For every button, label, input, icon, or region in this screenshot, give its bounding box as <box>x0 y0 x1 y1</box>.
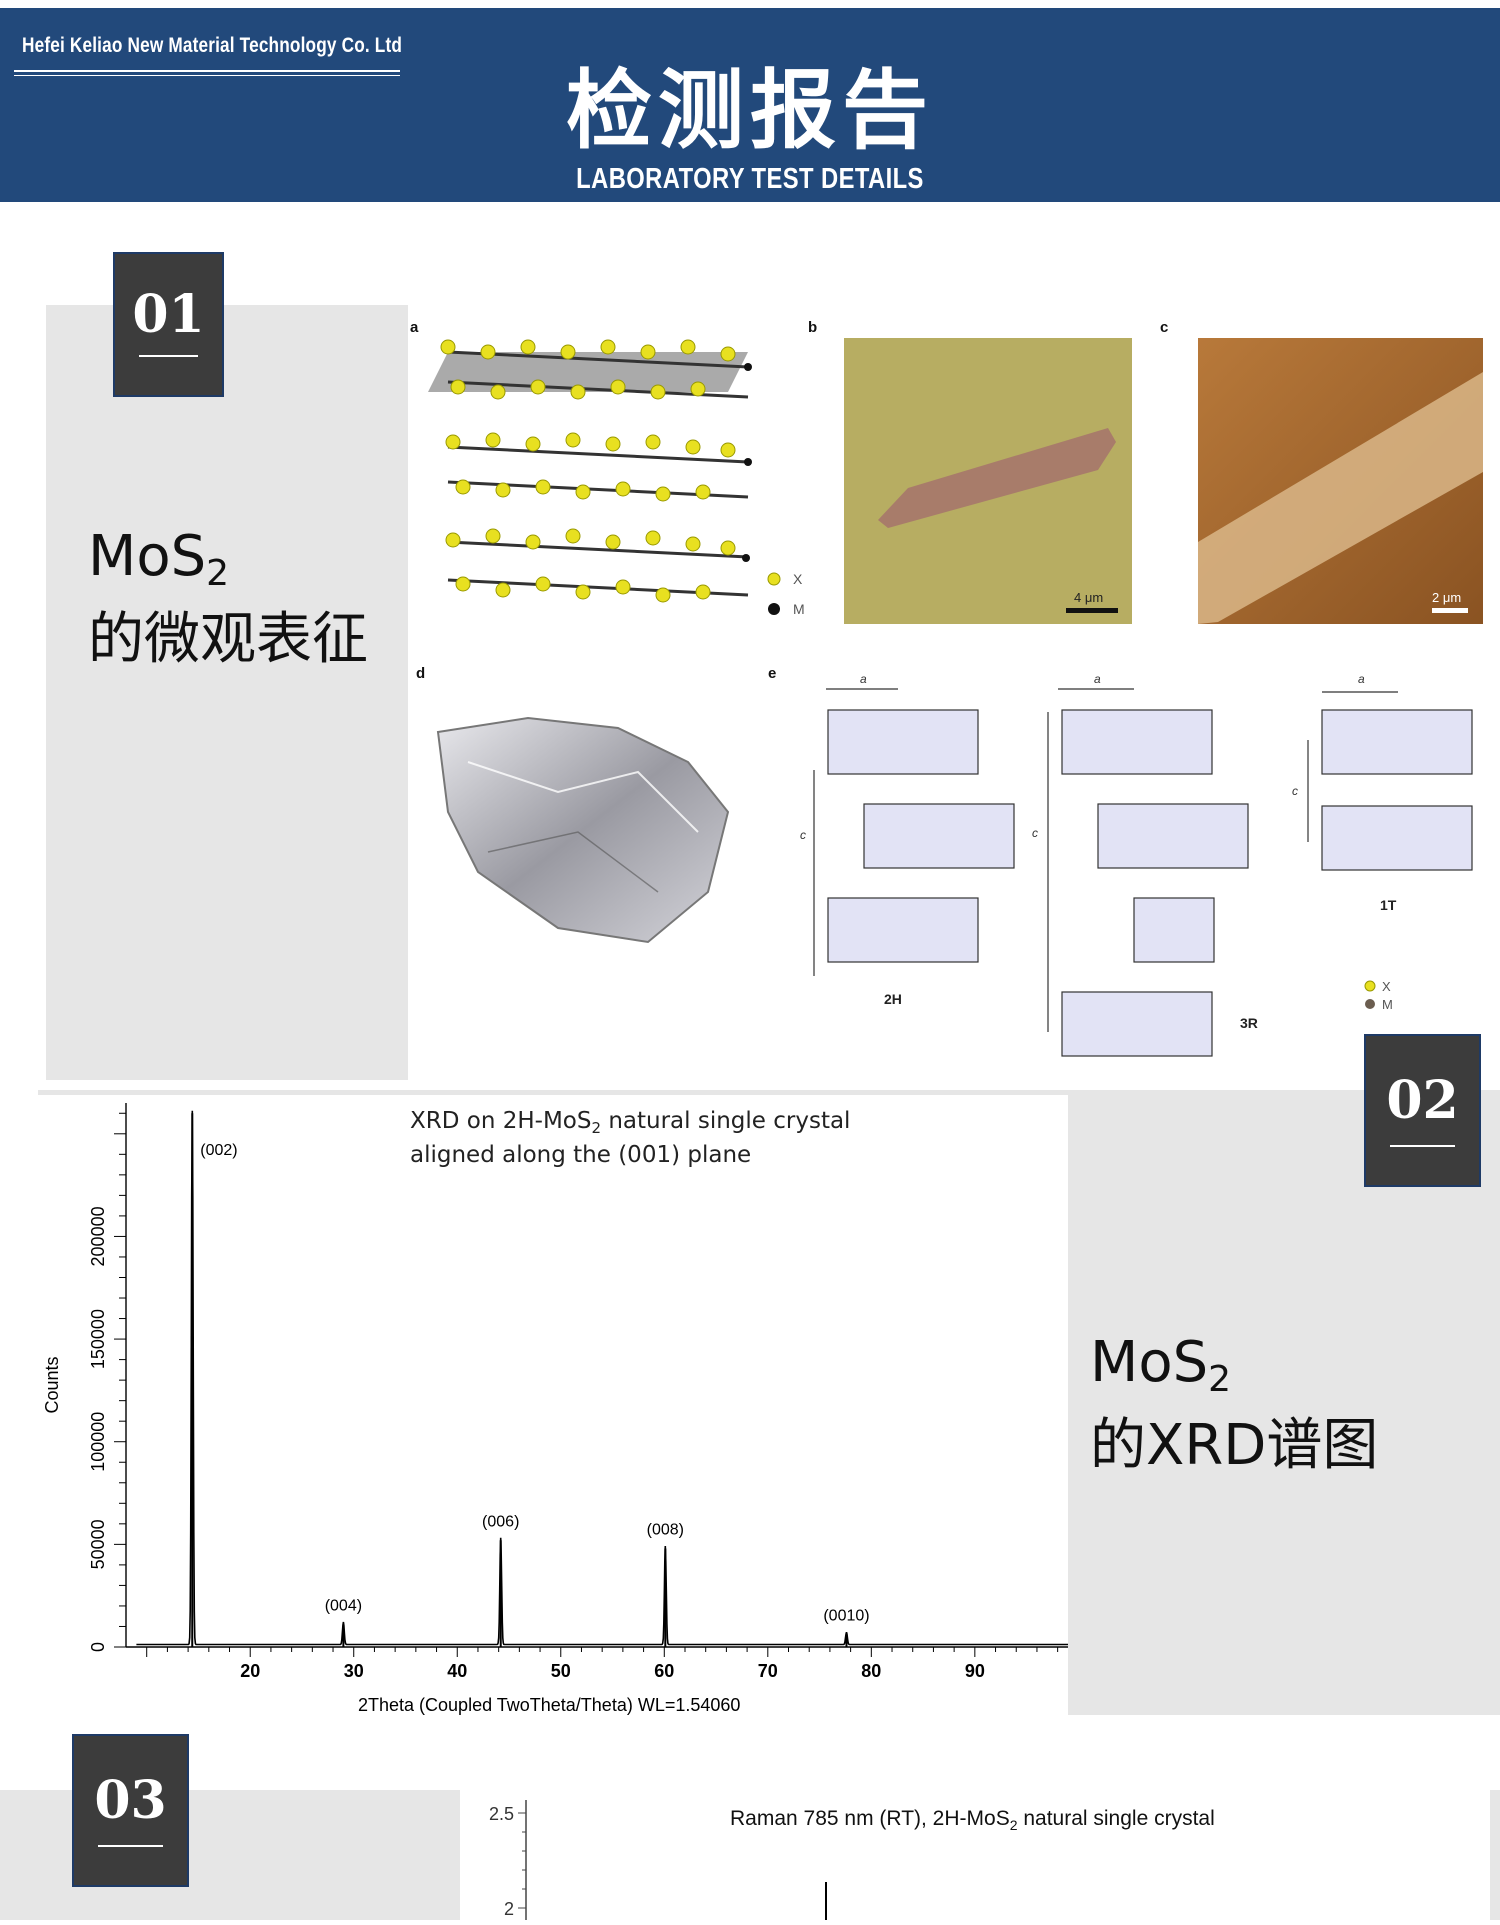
section-01-figure: a b c d e <box>408 292 1483 1080</box>
xrd-x-tick-label: 20 <box>240 1661 260 1681</box>
section-number-03: 03 <box>72 1734 189 1887</box>
legend-m-dot-e <box>1365 999 1375 1009</box>
lattice-c-label-2h: c <box>800 828 806 842</box>
metal-atoms <box>742 363 752 562</box>
panel-letter-a: a <box>410 319 419 336</box>
section-01-label: MoS2 的微观表征 <box>88 524 368 673</box>
xrd-x-tick-label: 90 <box>965 1661 985 1681</box>
section-02-label: MoS2 的XRD谱图 <box>1090 1330 1378 1479</box>
xrd-title-line1: XRD on 2H-MoS2 natural single crystal <box>410 1108 850 1137</box>
legend-m-label: M <box>793 601 805 617</box>
label-subscript: 2 <box>206 553 230 594</box>
xrd-peak-label: (006) <box>482 1513 519 1530</box>
xrd-x-tick-label: 60 <box>654 1661 674 1681</box>
section-number-text: 01 <box>132 284 205 345</box>
scale-bar-b <box>1066 608 1118 613</box>
xrd-y-tick-label: 50000 <box>88 1519 108 1569</box>
section-number-text: 02 <box>1386 1070 1459 1131</box>
legend-m-label-e: M <box>1382 997 1393 1012</box>
legend-m-dot <box>768 603 780 615</box>
xrd-peak-label: (002) <box>200 1142 237 1159</box>
flake-shape <box>878 428 1116 528</box>
xrd-axes <box>125 1103 1068 1648</box>
polytype-2h <box>813 688 1015 976</box>
legend-x-dot-e <box>1364 980 1376 992</box>
lattice-a-label-1t: a <box>1358 672 1365 686</box>
xrd-x-tick-label: 40 <box>447 1661 467 1681</box>
report-title: 检测报告 <box>566 61 934 161</box>
xrd-peak-label: (008) <box>647 1521 684 1538</box>
raman-ytick-label-2-5: 2.5 <box>489 1804 514 1824</box>
phase-label-1t: 1T <box>1380 897 1397 913</box>
label-line2: 的XRD谱图 <box>1090 1413 1379 1478</box>
layer-1-atoms <box>440 339 736 400</box>
xrd-chart: 20 30 40 50 60 70 80 90 0 50000 100000 150000 200000… <box>42 1103 1068 1715</box>
xrd-xlabel: 2Theta (Coupled TwoTheta/Theta) WL=1.540… <box>358 1695 740 1715</box>
label-line2: 的微观表征 <box>88 607 368 672</box>
company-underline <box>14 70 400 72</box>
xrd-peak-label: (0010) <box>823 1608 869 1625</box>
afm-flake <box>1198 372 1483 624</box>
scale-label-c: 2 μm <box>1432 590 1461 605</box>
raman-title: Raman 785 nm (RT), 2H-MoS2 natural singl… <box>730 1807 1215 1833</box>
lattice-c-label-1t: c <box>1292 784 1298 798</box>
legend-x-dot <box>767 572 781 586</box>
raman-chart-container: 2.5 2 Raman 785 nm (RT), 2H-MoS2 natural… <box>460 1770 1490 1920</box>
xrd-x-tick-label: 80 <box>861 1661 881 1681</box>
section-number-text: 03 <box>94 1770 167 1831</box>
label-main-text: MoS <box>1090 1330 1209 1395</box>
xrd-series-line <box>136 1110 1068 1646</box>
xrd-title-line2: aligned along the (001) plane <box>410 1142 751 1168</box>
layer-3-atoms <box>445 528 736 603</box>
crystal-photo <box>436 716 730 944</box>
phase-label-2h: 2H <box>884 991 902 1007</box>
microscopy-figure: a b c d e <box>410 319 1483 1057</box>
xrd-x-tick-label: 70 <box>758 1661 778 1681</box>
scale-label-b: 4 μm <box>1074 590 1103 605</box>
section-number-01: 01 <box>113 252 224 397</box>
xrd-y-tick-label: 0 <box>88 1642 108 1652</box>
header-banner: Hefei Keliao New Material Technology Co.… <box>0 8 1500 202</box>
company-name: Hefei Keliao New Material Technology Co.… <box>22 34 403 57</box>
section-number-02: 02 <box>1364 1034 1481 1187</box>
label-subscript: 2 <box>1208 1359 1232 1400</box>
xrd-x-tick-label: 50 <box>551 1661 571 1681</box>
company-underline-thin <box>14 75 400 76</box>
xrd-peak-label: (004) <box>325 1597 362 1614</box>
number-underline <box>1390 1145 1455 1147</box>
scale-bar-c <box>1432 608 1468 613</box>
polytype-3r <box>1047 688 1249 1057</box>
xrd-y-tick-label: 200000 <box>88 1206 108 1266</box>
xrd-y-tick-label: 150000 <box>88 1309 108 1369</box>
panel-letter-c: c <box>1160 319 1168 336</box>
lattice-a-label-2h: a <box>860 672 867 686</box>
xrd-ticks: 20 30 40 50 60 70 80 90 0 50000 100000 150000 200000 <box>88 1112 1059 1681</box>
xrd-chart-container: 20 30 40 50 60 70 80 90 0 50000 100000 150000 200000… <box>38 1095 1068 1715</box>
legend-x-label: X <box>793 571 803 587</box>
raman-chart: 2.5 2 Raman 785 nm (RT), 2H-MoS2 natural… <box>489 1800 1215 1920</box>
raman-ytick-label-2: 2 <box>504 1899 514 1919</box>
polytype-1t <box>1307 691 1473 871</box>
panel-letter-b: b <box>808 319 817 336</box>
lattice-c-label-3r: c <box>1032 826 1038 840</box>
xrd-peak-labels: (002) (004) (006) (008) (0010) <box>191 1113 870 1647</box>
label-main-text: MoS <box>88 524 207 589</box>
xrd-y-tick-label: 100000 <box>88 1412 108 1472</box>
legend-x-label-e: X <box>1382 979 1391 994</box>
number-underline <box>98 1845 163 1847</box>
xrd-x-tick-label: 30 <box>344 1661 364 1681</box>
layer-2-atoms <box>445 432 736 502</box>
section-01-panel <box>46 305 408 1080</box>
panel-letter-e: e <box>768 665 776 682</box>
number-underline <box>139 355 198 357</box>
panel-letter-d: d <box>416 665 425 682</box>
xrd-ylabel: Counts <box>42 1356 62 1413</box>
section-03-panel-right <box>1490 1790 1500 1920</box>
phase-label-3r: 3R <box>1240 1015 1258 1031</box>
lattice-a-label-3r: a <box>1094 672 1101 686</box>
report-subtitle: LABORATORY TEST DETAILS <box>576 163 924 195</box>
section-03-panel <box>0 1790 460 1920</box>
